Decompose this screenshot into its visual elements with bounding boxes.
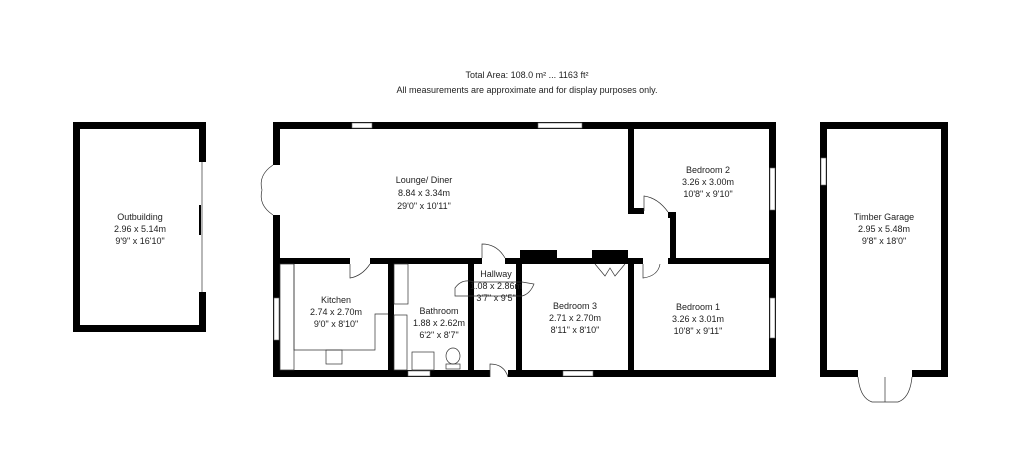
main-building-walls (260, 122, 776, 378)
svg-text:10'8" x 9'10": 10'8" x 9'10" (683, 189, 732, 199)
svg-text:29'0" x 10'11": 29'0" x 10'11" (397, 201, 451, 211)
svg-text:Outbuilding: Outbuilding (117, 212, 163, 222)
svg-text:8'11" x 8'10": 8'11" x 8'10" (551, 325, 600, 335)
svg-text:6'2" x 8'7": 6'2" x 8'7" (419, 330, 458, 340)
svg-text:2.74 x 2.70m: 2.74 x 2.70m (310, 307, 362, 317)
disclaimer: All measurements are approximate and for… (397, 85, 658, 95)
room-label-bedroom-3: Bedroom 3 2.71 x 2.70m 8'11" x 8'10" (549, 301, 601, 335)
room-label-hallway: Hallway 1.08 x 2.86m 3'7" x 9'5" (470, 269, 522, 303)
svg-text:Bedroom 1: Bedroom 1 (676, 302, 720, 312)
svg-text:2.71 x 2.70m: 2.71 x 2.70m (549, 313, 601, 323)
svg-text:Bedroom 2: Bedroom 2 (686, 165, 730, 175)
svg-text:1.08 x 2.86m: 1.08 x 2.86m (470, 281, 522, 291)
svg-text:Bedroom 3: Bedroom 3 (553, 301, 597, 311)
room-label-bedroom-1: Bedroom 1 3.26 x 3.01m 10'8" x 9'11" (672, 302, 724, 336)
svg-text:Bathroom: Bathroom (419, 306, 458, 316)
svg-text:9'9" x 16'10": 9'9" x 16'10" (115, 236, 164, 246)
svg-text:3'7" x 9'5": 3'7" x 9'5" (476, 293, 515, 303)
svg-text:3.26 x 3.00m: 3.26 x 3.00m (682, 177, 734, 187)
svg-text:Kitchen: Kitchen (321, 295, 351, 305)
svg-text:2.96 x 5.14m: 2.96 x 5.14m (114, 224, 166, 234)
svg-text:9'0" x 8'10": 9'0" x 8'10" (314, 319, 358, 329)
outbuilding-walls (73, 122, 206, 332)
svg-text:10'8" x 9'11": 10'8" x 9'11" (674, 326, 723, 336)
svg-text:3.26 x 3.01m: 3.26 x 3.01m (672, 314, 724, 324)
room-label-bathroom: Bathroom 1.88 x 2.62m 6'2" x 8'7" (413, 306, 465, 340)
room-label-outbuilding: Outbuilding 2.96 x 5.14m 9'9" x 16'10" (114, 212, 166, 246)
svg-text:Timber Garage: Timber Garage (854, 212, 914, 222)
svg-text:Hallway: Hallway (480, 269, 512, 279)
svg-text:8.84 x 3.34m: 8.84 x 3.34m (398, 188, 450, 198)
svg-text:1.88 x 2.62m: 1.88 x 2.62m (413, 318, 465, 328)
room-label-kitchen: Kitchen 2.74 x 2.70m 9'0" x 8'10" (310, 295, 362, 329)
svg-text:Lounge/ Diner: Lounge/ Diner (396, 175, 453, 185)
room-label-bedroom-2: Bedroom 2 3.26 x 3.00m 10'8" x 9'10" (682, 165, 734, 199)
svg-text:9'8" x 18'0": 9'8" x 18'0" (862, 236, 906, 246)
room-label-lounge: Lounge/ Diner 8.84 x 3.34m 29'0" x 10'11… (396, 175, 453, 211)
room-label-garage: Timber Garage 2.95 x 5.48m 9'8" x 18'0" (854, 212, 914, 246)
garage-walls (820, 122, 948, 403)
svg-text:2.95 x 5.48m: 2.95 x 5.48m (858, 224, 910, 234)
total-area: Total Area: 108.0 m² ... 1163 ft² (466, 70, 589, 80)
